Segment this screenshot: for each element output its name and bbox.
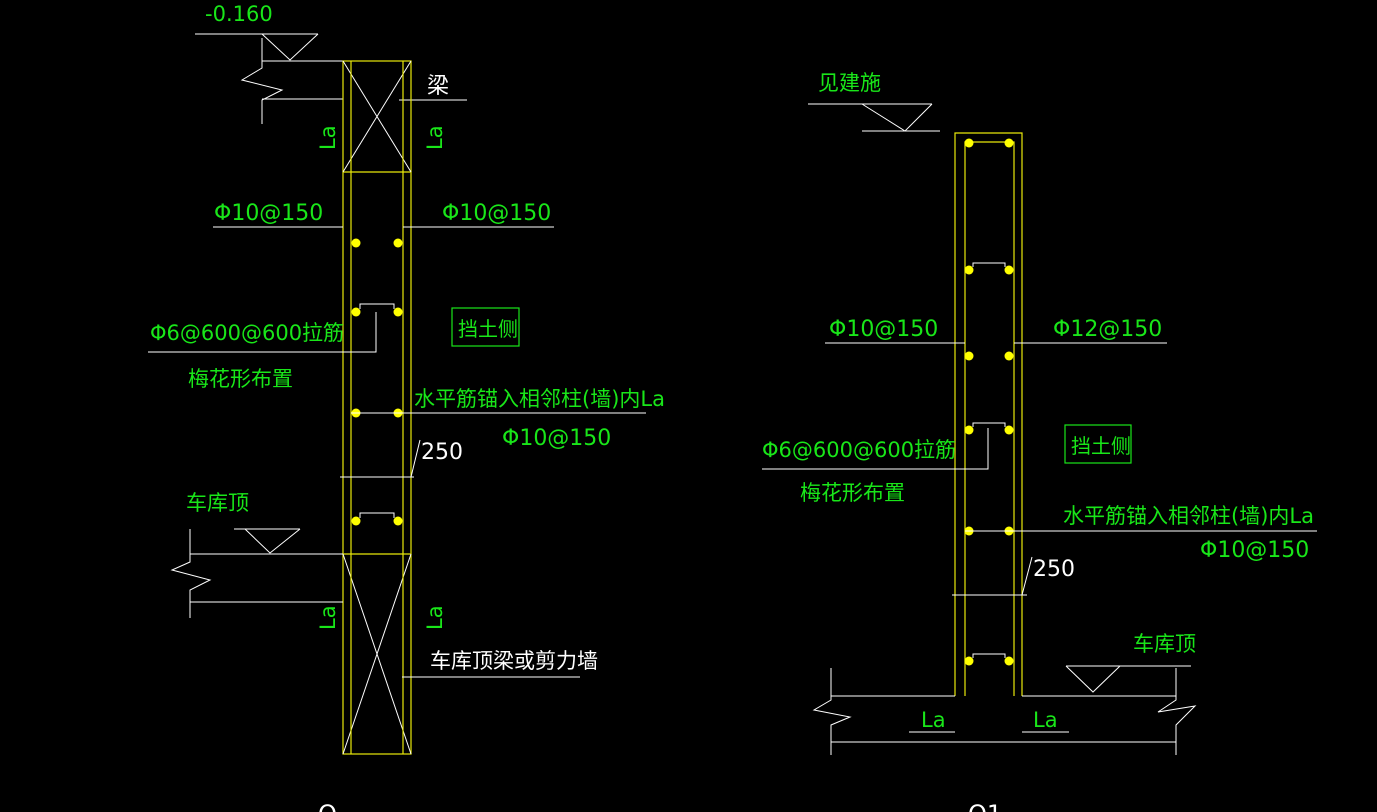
tie-note-r: 梅花形布置 [800,481,905,505]
tie-note: 梅花形布置 [188,367,293,391]
upper-slab-break [240,38,343,124]
right-wall-outline [954,132,1023,696]
anchor-label-bottom-right: La [1033,708,1058,732]
level-symbol-top [195,33,319,61]
level-label: -0.160 [205,2,273,26]
horizontal-rebar: Φ10@150 [502,426,611,451]
beam-label: 梁 [427,74,449,99]
garage-top-label-r: 车库顶 [1133,632,1196,656]
anchor-label-bottom-left: La [921,708,946,732]
anchor-label-upper-right: La [423,125,447,150]
tie-label-r: Φ6@600@600拉筋 [762,438,956,462]
rebar-label-right: Φ10@150 [442,201,551,226]
rebar-label-right-r: Φ12@150 [1053,317,1162,342]
horizontal-note-r: 水平筋锚入相邻柱(墙)内La [1063,504,1314,528]
anchor-label-lower-left: La [316,605,340,630]
rebar-label-left: Φ10@150 [214,201,323,226]
garage-top-label: 车库顶 [186,491,249,515]
thickness-label: 250 [421,440,463,465]
left-wall-detail: -0.160 梁 La La Φ10@150 Φ10@150 [148,2,665,812]
right-wall-detail: 见建施 Φ10@150 Φ12@150 [762,71,1317,812]
anchor-label-lower-right: La [423,605,447,630]
horizontal-note: 水平筋锚入相邻柱(墙)内La [414,387,665,411]
section-mark-left: Q [318,800,337,812]
horizontal-rebar-r: Φ10@150 [1200,538,1309,563]
garage-beam-label: 车库顶梁或剪力墙 [430,649,598,673]
section-mark-right: Q1 [968,800,1002,812]
rebar-label-left-r: Φ10@150 [829,317,938,342]
soil-side-label: 挡土侧 [458,317,518,341]
anchor-label-upper-left: La [316,125,340,150]
see-arch-label: 见建施 [818,71,881,95]
soil-side-label-r: 挡土侧 [1071,434,1131,458]
lower-slab-break [170,529,343,618]
left-wall-outline [342,60,412,755]
tie-label: Φ6@600@600拉筋 [150,321,344,345]
thickness-label-r: 250 [1033,557,1075,582]
